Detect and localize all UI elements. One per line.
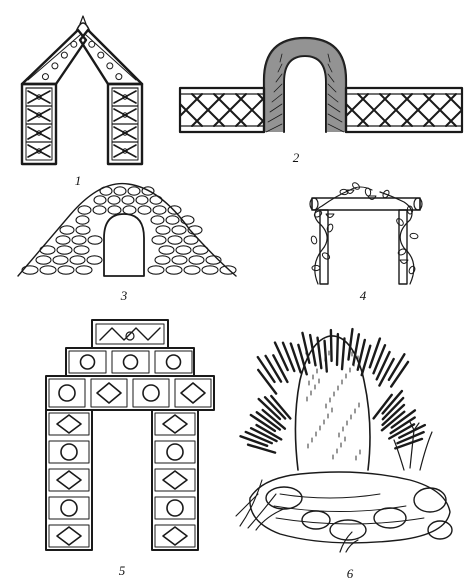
figure-6-rockery-fountain xyxy=(235,327,453,553)
figure-3-label: 3 xyxy=(120,288,128,303)
figure-4-label: 4 xyxy=(360,288,367,303)
figure-5-block-gate xyxy=(45,319,215,551)
figure-3-stone-arch xyxy=(17,182,237,277)
figure-5-label: 5 xyxy=(119,563,126,578)
figure-4-pergola xyxy=(309,182,423,285)
figure-1-gabled-lattice-arch xyxy=(20,15,144,166)
figure-2-fence-arch xyxy=(178,36,464,134)
figure-1-label: 1 xyxy=(75,173,82,188)
figure-6-label: 6 xyxy=(347,566,354,581)
figure-2-label: 2 xyxy=(293,150,300,165)
